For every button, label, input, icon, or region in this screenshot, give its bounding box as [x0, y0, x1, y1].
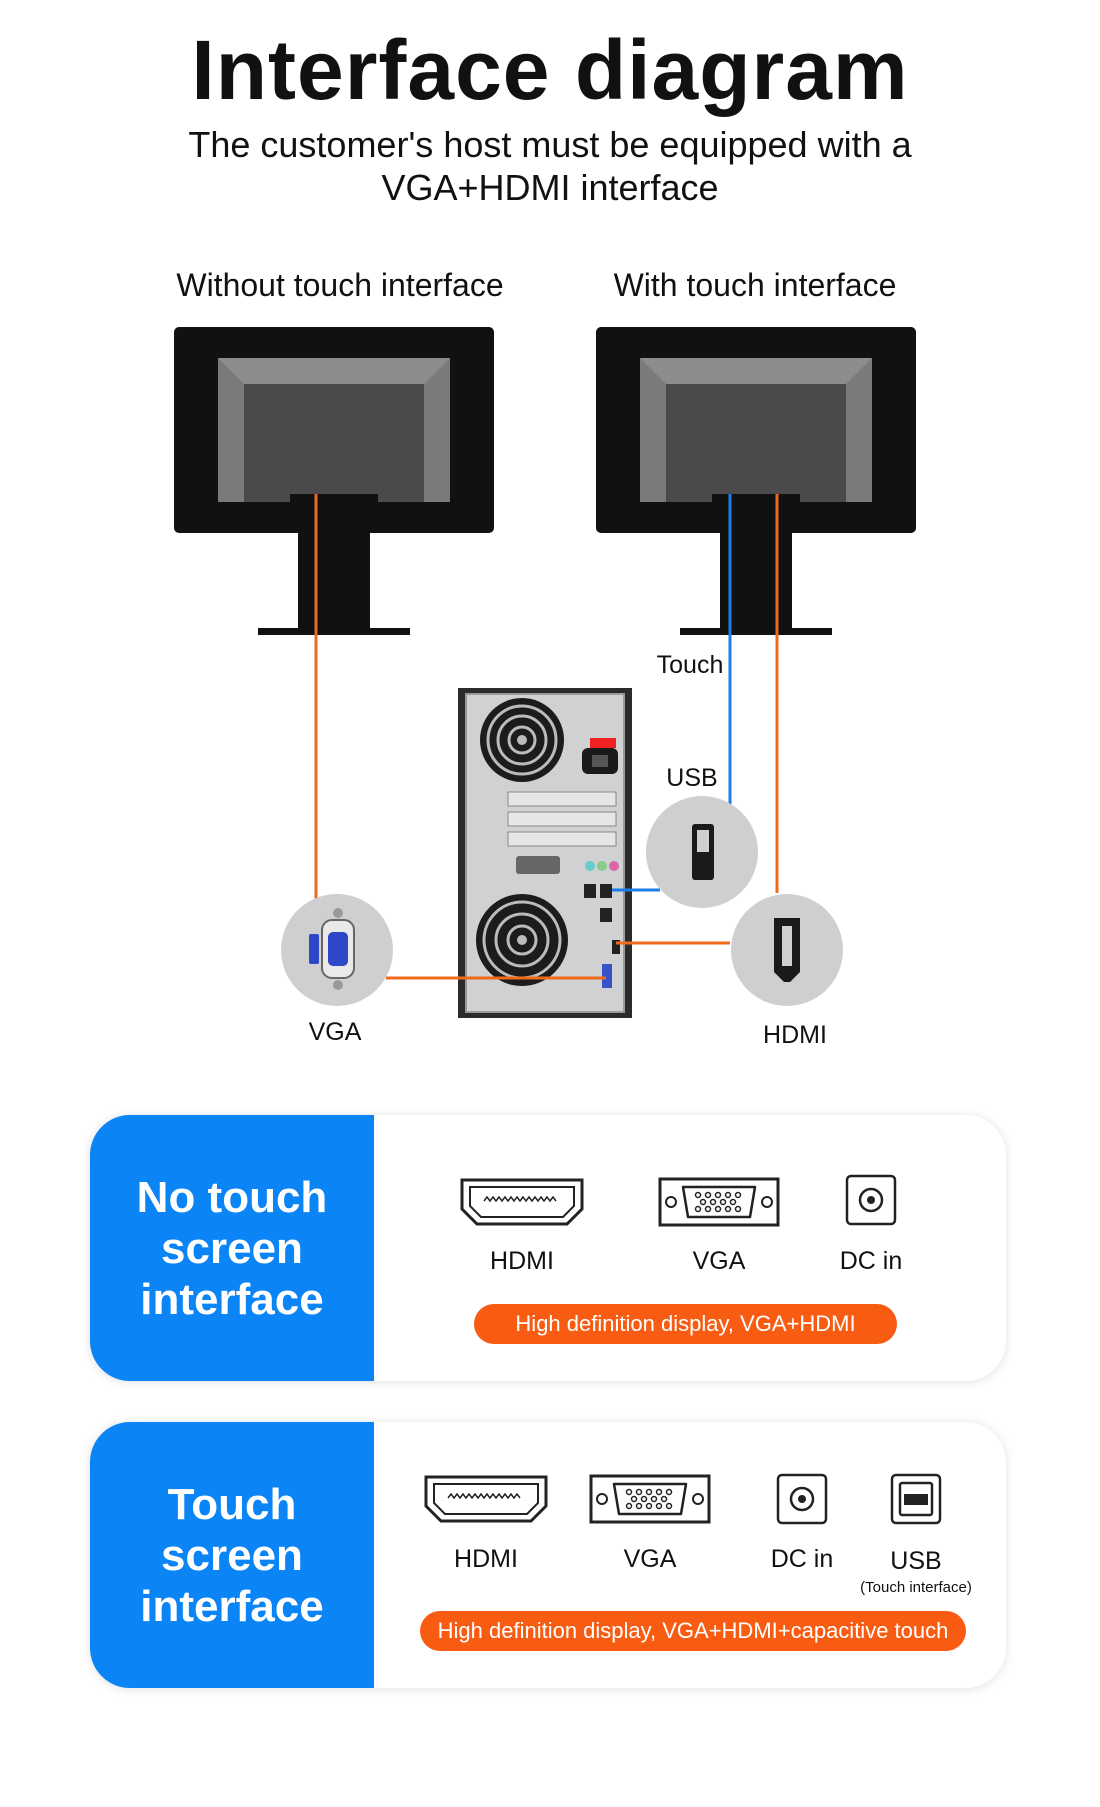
feature-pill-no-touch: High definition display, VGA+HDMI [474, 1304, 897, 1344]
vga-port-icon [589, 1474, 711, 1524]
touch-label: Touch [656, 651, 724, 679]
vga-cable [314, 494, 606, 980]
hdmi-connector-icon [731, 894, 843, 1006]
usb-touch-note: (Touch interface) [860, 1579, 972, 1596]
hdmi-port-icon [460, 1178, 584, 1226]
page-subtitle: The customer's host must be equipped wit… [188, 124, 912, 208]
port-label-vga: VGA [623, 1545, 677, 1573]
vga-port-icon [658, 1177, 780, 1227]
card-touch-heading: Touch screen interface [90, 1422, 374, 1688]
hdmi-label: HDMI [763, 1021, 827, 1049]
vga-label: VGA [308, 1018, 362, 1046]
monitor-right-icon [596, 327, 916, 635]
card-no-touch-heading: No touch screen interface [90, 1115, 374, 1381]
hdmi-cable [616, 494, 779, 945]
port-label-dc-in: DC in [839, 1247, 903, 1275]
usb-port-icon [890, 1473, 942, 1525]
pc-tower-icon [458, 688, 632, 1018]
usb-touch-cable [612, 494, 732, 892]
port-label-dc-in: DC in [770, 1545, 834, 1573]
page-title: Interface diagram [191, 23, 909, 117]
heading-without-touch: Without touch interface [176, 267, 504, 303]
usb-label: USB [666, 764, 718, 792]
dc-in-port-icon [845, 1174, 897, 1226]
card-no-touch: No touch screen interface HDMI VGA DC in… [90, 1115, 1006, 1381]
usb-connector-icon [646, 796, 758, 908]
feature-pill-touch: High definition display, VGA+HDMI+capaci… [420, 1611, 966, 1651]
port-label-hdmi: HDMI [490, 1247, 554, 1275]
heading-with-touch: With touch interface [613, 267, 897, 303]
vga-connector-icon [281, 894, 393, 1006]
port-label-usb: USB [890, 1547, 942, 1575]
card-touch: Touch screen interface HDMI VGA DC in US… [90, 1422, 1006, 1688]
connection-diagram [174, 327, 916, 1018]
hdmi-port-icon [424, 1475, 548, 1523]
dc-in-port-icon [776, 1473, 828, 1525]
port-label-vga: VGA [692, 1247, 746, 1275]
port-label-hdmi: HDMI [454, 1545, 518, 1573]
monitor-left-icon [174, 327, 494, 635]
